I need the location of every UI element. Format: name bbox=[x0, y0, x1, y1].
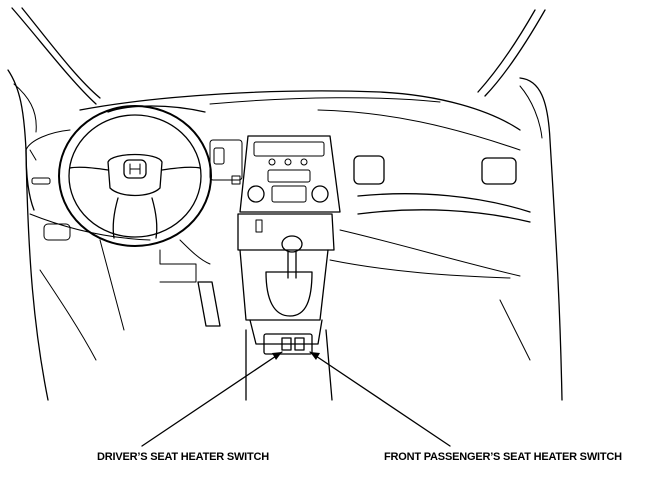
left-dash-trim bbox=[25, 149, 151, 241]
passenger-seat-heater-label: FRONT PASSENGER’S SEAT HEATER SWITCH bbox=[384, 451, 622, 463]
seat-heater-switch-panel bbox=[263, 333, 313, 355]
center-stack bbox=[231, 135, 341, 233]
right-door-panel bbox=[519, 77, 563, 401]
floor-contour bbox=[39, 269, 531, 361]
dashboard-top bbox=[25, 90, 521, 151]
footwell bbox=[99, 239, 221, 331]
right-vents bbox=[353, 155, 517, 185]
gear-shift-knob-icon bbox=[281, 235, 303, 279]
instrument-visor bbox=[107, 105, 243, 181]
glove-box bbox=[329, 193, 531, 279]
passenger-leader-line bbox=[309, 351, 451, 447]
driver-leader-line bbox=[141, 351, 283, 447]
honda-logo-icon bbox=[123, 159, 147, 179]
driver-seat-heater-label: DRIVER’S SEAT HEATER SWITCH bbox=[97, 451, 270, 463]
center-console bbox=[237, 213, 335, 401]
left-door-panel bbox=[7, 69, 49, 401]
windshield-frame bbox=[11, 7, 546, 105]
steering-wheel bbox=[58, 105, 212, 247]
